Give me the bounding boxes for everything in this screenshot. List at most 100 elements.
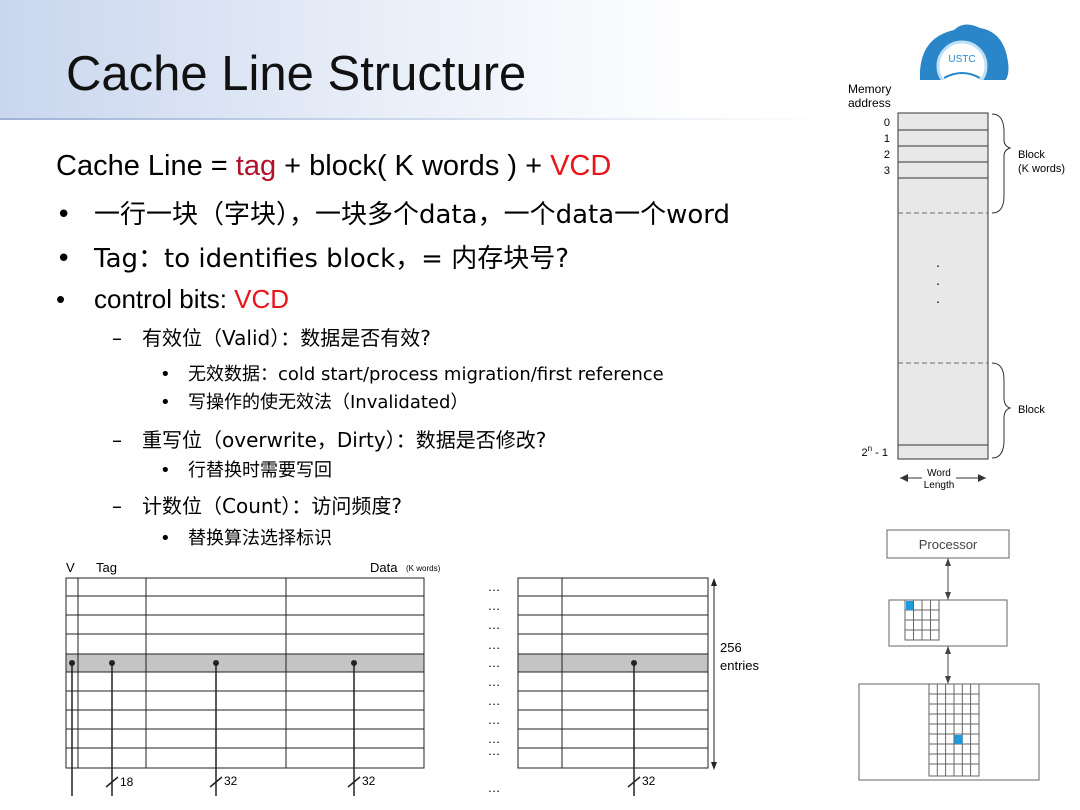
cache-table-diagram: V Tag Data (K words) … … … … … … … … … …… <box>65 560 760 796</box>
sub-sub-item: •替换算法选择标识 <box>160 524 332 550</box>
ellipsis: … <box>488 655 501 670</box>
table-right-frame <box>517 577 709 769</box>
ellipsis: … <box>488 617 501 632</box>
arrow-head <box>945 676 951 684</box>
arrow-head-right <box>978 474 986 482</box>
title-band <box>0 0 830 120</box>
memory-header-line2: address <box>848 96 891 110</box>
bullet-marker: • <box>160 460 171 481</box>
bullet-tag: •Tag：to identifies block，= 内存块号? <box>56 238 569 275</box>
ellipsis: … <box>488 731 501 746</box>
page-title: Cache Line Structure <box>66 47 527 101</box>
sub-item-text: 行替换时需要写回 <box>188 460 332 481</box>
bullet-control-bits: • control bits: VCD <box>56 284 289 315</box>
memory-box <box>858 683 1040 781</box>
tap-dot <box>631 660 637 666</box>
address-0: 0 <box>884 117 890 129</box>
formula-vcd: VCD <box>550 150 612 182</box>
dash-marker: – <box>112 326 122 350</box>
width-label: 32 <box>362 774 376 788</box>
memory-header-line1: Memory <box>848 82 891 96</box>
bullet-marker: • <box>160 392 171 413</box>
ellipsis: … <box>488 637 501 652</box>
width-label: 18 <box>120 775 134 789</box>
dash-marker: – <box>112 494 122 518</box>
address-2: 2 <box>884 149 890 161</box>
address-3: 3 <box>884 165 890 177</box>
ellipsis: … <box>488 598 501 613</box>
arrow-head <box>945 592 951 600</box>
address-last: 2n - 1 <box>862 444 888 459</box>
cache-hit-cell <box>906 601 913 610</box>
bullet-marker: • <box>56 200 72 230</box>
tap-dot <box>213 660 219 666</box>
processor-box <box>886 529 1010 559</box>
bullet-marker: • <box>56 284 66 314</box>
table-left-frame <box>65 577 425 769</box>
dash-marker: – <box>112 428 122 452</box>
word-length-label-bg <box>922 466 956 492</box>
width-label: 32 <box>224 774 238 788</box>
v-column-label: V <box>66 560 75 575</box>
memory-diagram: Memory address 0 1 2 3 · · · 2n - 1 Bloc… <box>848 82 1065 492</box>
logo-wave <box>943 72 981 79</box>
cache-line-formula: Cache Line = tag + block( K words ) + VC… <box>56 150 611 183</box>
sub-item-text: 计数位（Count）：访问频度? <box>142 494 403 518</box>
logo-mask <box>835 80 1080 90</box>
entries-label-line1: 256 <box>720 640 742 655</box>
tag-column-label: Tag <box>96 560 117 575</box>
bullet-marker: • <box>160 364 171 385</box>
address-1: 1 <box>884 133 890 145</box>
formula-prefix: Cache Line = <box>56 150 236 182</box>
sub-item-text: 无效数据：cold start/process migration/first … <box>188 364 664 385</box>
sub-item-dirty: –重写位（overwrite，Dirty）：数据是否修改? <box>112 424 546 453</box>
ellipsis-dot: · <box>936 275 941 291</box>
width-label: 32 <box>642 774 656 788</box>
formula-middle: + block( K words ) + <box>276 150 551 182</box>
sub-item-count: –计数位（Count）：访问频度? <box>112 490 402 519</box>
entries-label-line2: entries <box>720 658 760 673</box>
bullet-marker: • <box>56 244 72 274</box>
arrow-head-down <box>711 762 717 770</box>
logo-circle <box>936 40 988 84</box>
bus-slash <box>627 776 641 788</box>
block-label-line2: (K words) <box>1018 163 1065 175</box>
arrow-head <box>945 558 951 566</box>
bus-slash <box>209 776 223 788</box>
sub-sub-item: •写操作的使无效法（Invalidated） <box>160 388 468 414</box>
memory-grid <box>928 683 980 777</box>
ellipsis: … <box>488 743 501 758</box>
ellipsis-dot: · <box>936 293 941 309</box>
bullet-marker: • <box>160 528 171 549</box>
selected-row-left <box>66 654 424 672</box>
sub-item-valid: –有效位（Valid）：数据是否有效? <box>112 322 431 351</box>
sub-sub-item: • 行替换时需要写回 <box>160 456 332 482</box>
sub-item-text: 重写位（overwrite，Dirty）：数据是否修改? <box>142 428 547 452</box>
sub-item-text: 有效位（Valid）：数据是否有效? <box>142 326 431 350</box>
tap-dot <box>69 660 75 666</box>
memory-block-cell <box>954 735 963 744</box>
bullet-block-data: • 一行一块（字块），一块多个data，一个data一个word <box>56 194 730 231</box>
block-brace <box>991 113 1012 214</box>
data-column-label: Data <box>370 560 398 575</box>
ellipsis: … <box>488 780 501 795</box>
block-label-2: Block <box>1018 404 1045 416</box>
arrow-head-up <box>711 578 717 586</box>
block-label-line1: Block <box>1018 149 1045 161</box>
block-brace-2 <box>991 362 1012 459</box>
ellipsis: … <box>488 674 501 689</box>
selected-row-right <box>518 654 708 672</box>
bullet-text: 一行一块（字块），一块多个data，一个data一个word <box>94 200 731 230</box>
arrow-head <box>945 646 951 654</box>
arrow-head-left <box>900 474 908 482</box>
bullet-highlight: VCD <box>234 284 290 314</box>
data-column-sublabel: (K words) <box>406 564 441 573</box>
processor-hierarchy-diagram: Processor <box>858 529 1040 781</box>
processor-label: Processor <box>919 537 978 552</box>
word-length-line1: Word <box>927 468 951 479</box>
word-length-line2: Length <box>924 480 955 491</box>
ustc-logo: USTC <box>919 24 1009 84</box>
ellipsis: … <box>488 579 501 594</box>
bus-slash <box>347 776 361 788</box>
bullet-text: control bits: <box>94 284 235 314</box>
